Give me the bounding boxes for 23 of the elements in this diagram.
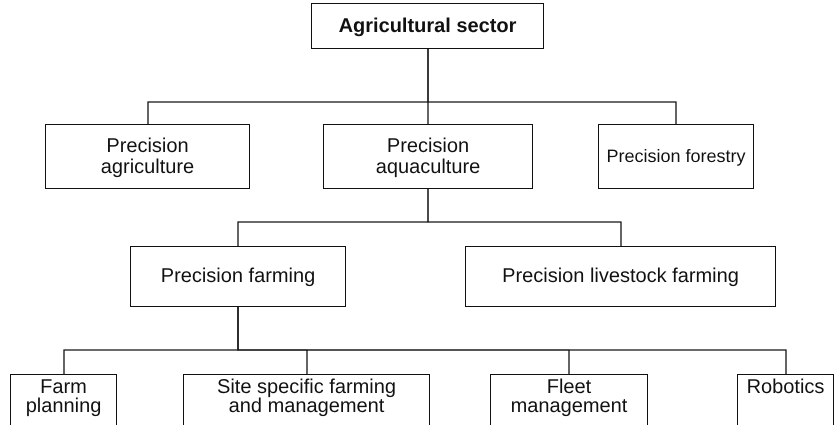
category-box [598, 124, 754, 189]
category-label: Precision agriculture [100, 136, 196, 178]
category-label: Robotics [746, 378, 824, 397]
category-label: Precision livestock farming [502, 266, 739, 287]
category-box [10, 374, 117, 425]
category-label: Precision farming [160, 266, 316, 287]
category-label: Fleet management [510, 378, 628, 416]
category-box [465, 246, 776, 307]
category-box [130, 246, 346, 307]
category-box [490, 374, 648, 425]
category-box [737, 374, 834, 425]
connector-line [237, 307, 787, 374]
category-label: Site specific farming and management [216, 378, 397, 416]
category-label: Precision forestry [606, 146, 746, 167]
category-box [45, 124, 250, 189]
category-box [311, 3, 544, 49]
category-label: Precision aquaculture [374, 136, 482, 178]
category-label: Farm planning [24, 378, 102, 416]
category-box [323, 124, 533, 189]
connector-line [427, 49, 677, 124]
connector-line [427, 189, 622, 246]
category-box [183, 374, 430, 425]
category-label: Agricultural sector [338, 16, 516, 36]
